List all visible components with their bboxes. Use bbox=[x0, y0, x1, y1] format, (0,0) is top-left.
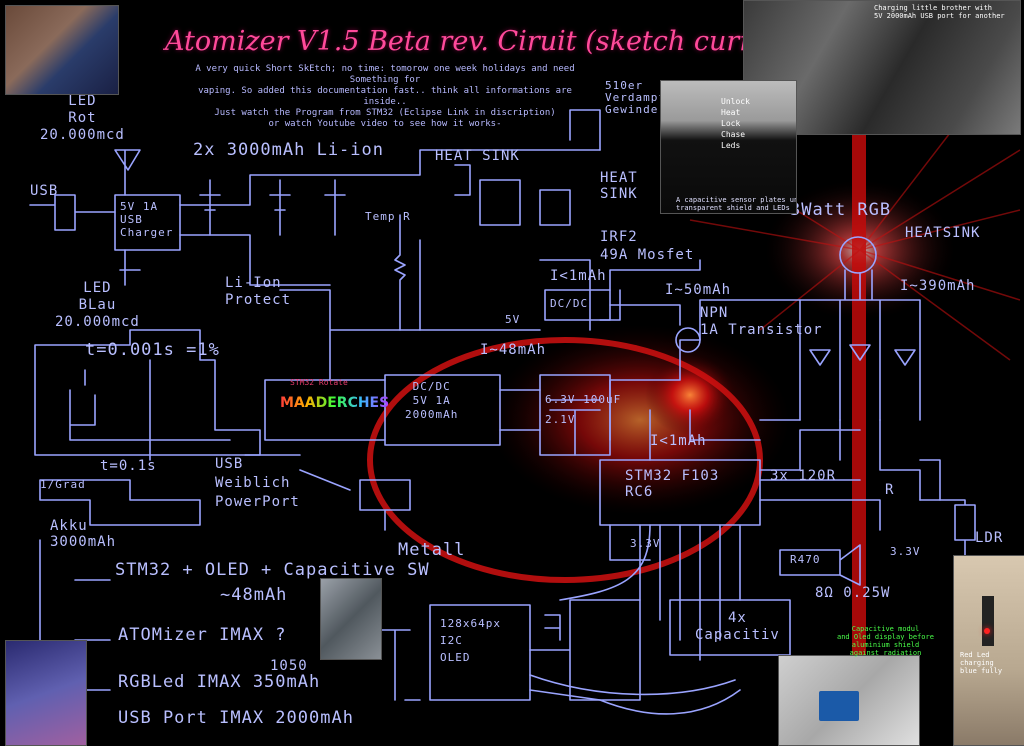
label-akku: Akku 3000mAh bbox=[50, 518, 117, 550]
label-current-390: I~390mAh bbox=[900, 278, 976, 294]
page-title: Atomizer V1.5 Beta rev. Ciruit (sketch c… bbox=[165, 26, 821, 57]
note-panel-caption: A capacitive sensor plates under the tra… bbox=[676, 196, 796, 212]
photo-red-led: Red Led charging blue fully bbox=[953, 555, 1024, 746]
photo-device-bottomleft bbox=[5, 640, 87, 746]
summary-usb: USB Port IMAX 2000mAh bbox=[118, 708, 354, 728]
photo-module-small bbox=[320, 578, 382, 660]
photo-device-topleft bbox=[5, 5, 119, 95]
photo-panel: Unlock Heat Lock Chase Leds A capacitive… bbox=[660, 80, 797, 214]
label-mosfet: IRF2 49A Mosfet bbox=[600, 229, 695, 263]
label-current-1b: I<1mAh bbox=[650, 433, 707, 449]
label-dcdc-main: DC/DC 5V 1A 2000mAh bbox=[405, 380, 459, 421]
label-capacitive: 4x Capacitiv bbox=[695, 610, 780, 643]
note-charging: Charging little brother with 5V 2000mAh … bbox=[874, 4, 1005, 20]
summary-stm-value: ~48mAh bbox=[220, 585, 288, 605]
summary-rgb: RGBLed IMAX 350mAh bbox=[118, 672, 321, 692]
red-led-device bbox=[982, 596, 994, 646]
label-protect: Li-Ion Protect bbox=[225, 275, 292, 308]
subtitle-line: vaping. So added this documentation fast… bbox=[198, 86, 572, 107]
label-charger: 5V 1A USB Charger bbox=[120, 200, 174, 239]
label-usb-port: USB Weiblich PowerPort bbox=[215, 456, 300, 510]
label-resistors: 3x 120R bbox=[770, 468, 837, 484]
label-heatsink-top: HEAT SINK bbox=[435, 148, 520, 164]
label-dcdc-top: DC/DC bbox=[550, 297, 589, 310]
label-led-red: LED Rot 20.000mcd bbox=[40, 93, 125, 143]
summary-rgb-value: 1050 bbox=[270, 658, 308, 674]
label-ldr: LDR bbox=[975, 530, 1004, 546]
label-heatsink-right: HEAT SINK bbox=[600, 170, 638, 202]
photo-capmod bbox=[778, 655, 920, 746]
subtitle-line: Just watch the Program from STM32 (Eclip… bbox=[214, 108, 556, 118]
label-current-48: I~48mAh bbox=[480, 342, 547, 358]
subtitle-line: or watch Youtube video to see how it wor… bbox=[268, 119, 502, 129]
label-stm: STM32 F103 RC6 bbox=[625, 468, 720, 500]
label-caps: 6.3V 100uF 2.1V bbox=[545, 393, 622, 426]
label-rgb: 3Watt RGB bbox=[790, 200, 892, 220]
label-led-blue: LED BLau 20.000mcd bbox=[55, 280, 140, 330]
note-red-led: Red Led charging blue fully bbox=[960, 651, 1003, 675]
label-r470: R470 bbox=[790, 553, 821, 566]
label-current-1: I<1mAh bbox=[550, 268, 607, 284]
label-heatsink-rgb: HEATSINK bbox=[905, 225, 981, 241]
brand-logo: MAADERCHES bbox=[280, 395, 390, 411]
summary-atomizer: ATOMizer IMAX ? bbox=[118, 625, 287, 645]
red-led-dot bbox=[984, 628, 990, 634]
subtitle: A very quick Short SkEtch; no time: tomo… bbox=[175, 64, 595, 130]
subtitle-line: A very quick Short SkEtch; no time: tomo… bbox=[195, 64, 575, 85]
label-battery-pack: 2x 3000mAh Li-ion bbox=[193, 140, 384, 160]
label-resistor-r: R bbox=[885, 482, 895, 498]
brand-top: STM32 Rotate bbox=[290, 378, 348, 387]
label-3v3-b: 3.3V bbox=[890, 545, 921, 558]
label-speaker: 8Ω 0.25W bbox=[815, 585, 891, 601]
label-3v3-a: 3.3V bbox=[630, 537, 661, 550]
label-5v: 5V bbox=[505, 313, 521, 326]
label-temp: Temp R bbox=[365, 210, 411, 223]
note-capmod: Capacitive modul and Oled display before… bbox=[837, 625, 934, 657]
label-usb: USB bbox=[30, 183, 59, 199]
label-metal: Metall bbox=[398, 540, 466, 560]
label-oled: 128x64px I2C OLED bbox=[440, 617, 501, 664]
label-current-50: I~50mAh bbox=[665, 282, 732, 298]
summary-stm: STM32 + OLED + Capacitive SW bbox=[115, 560, 430, 580]
label-npn: NPN 1A Transistor bbox=[700, 305, 823, 338]
label-time: t=0.001s =1% bbox=[85, 340, 220, 360]
label-grad: 1/Grad bbox=[40, 478, 86, 491]
capmod-board bbox=[819, 691, 859, 721]
label-t01: t=0.1s bbox=[100, 458, 157, 474]
note-unlock: Unlock Heat Lock Chase Leds bbox=[721, 97, 750, 150]
